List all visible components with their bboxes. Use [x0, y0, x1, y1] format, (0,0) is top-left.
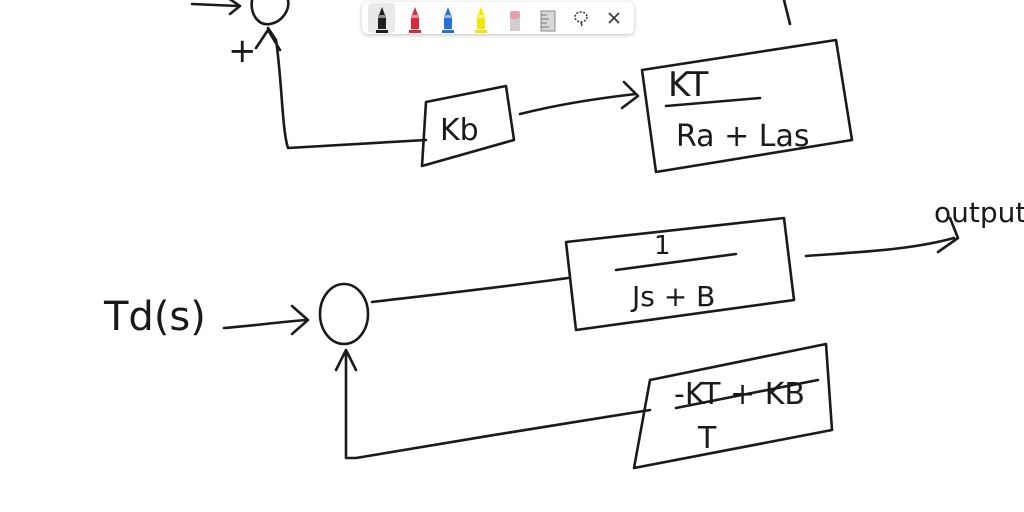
eraser-tool[interactable]	[501, 3, 528, 33]
bottom-feedback-block	[632, 342, 834, 470]
top-forward-numerator: KT	[668, 65, 709, 105]
pen-black-tool[interactable]	[368, 3, 396, 33]
top-forward-fraction-bar	[664, 96, 762, 108]
pen-black-icon	[375, 7, 388, 33]
bottom-forward-fraction-bar	[614, 252, 738, 272]
bottom-input-arrow	[222, 304, 310, 336]
top-kb-to-forward-arrow	[518, 80, 640, 116]
bottom-output-line	[804, 216, 960, 258]
pen-toolbar	[362, 2, 634, 34]
top-forward-block	[640, 38, 854, 174]
top-diagram: + Kb KT Ra + Las	[190, 0, 854, 174]
kb-block-label: Kb	[440, 113, 479, 148]
top-forward-denominator: Ra + Las	[676, 119, 810, 154]
bottom-forward-block	[564, 216, 796, 332]
pen-red-icon	[408, 7, 421, 33]
bottom-feedback-denominator: T	[697, 421, 717, 456]
bottom-feedback-line	[334, 348, 652, 460]
top-output-line	[782, 0, 792, 26]
pen-blue-icon	[442, 7, 455, 33]
top-input-arrow	[190, 0, 242, 16]
eraser-icon	[509, 11, 520, 31]
top-plus-sign: +	[228, 31, 257, 71]
bottom-feedback-fraction-bar	[674, 378, 820, 410]
kb-block	[420, 84, 516, 168]
pen-blue-tool[interactable]	[435, 3, 462, 33]
ruler-icon	[540, 10, 556, 32]
top-feedback-line	[254, 26, 428, 150]
top-summing-junction	[250, 0, 290, 26]
lasso-icon[interactable]	[568, 3, 595, 33]
ruler-tool[interactable]	[534, 3, 561, 33]
bottom-summing-junction	[318, 282, 370, 346]
highlighter-yellow-tool[interactable]	[468, 3, 495, 33]
bottom-forward-denominator: Js + B	[630, 280, 715, 313]
bottom-junction-to-forward-line	[370, 276, 570, 304]
highlighter-yellow-icon	[475, 7, 488, 33]
output-label: output	[934, 196, 1024, 229]
pen-red-tool[interactable]	[401, 3, 428, 33]
disturbance-input-label: Td(s)	[103, 294, 206, 340]
bottom-forward-numerator: 1	[654, 231, 671, 261]
close-icon[interactable]	[601, 3, 628, 33]
bottom-diagram: Td(s) 1 Js + B output -KT + KB T	[103, 196, 1024, 470]
